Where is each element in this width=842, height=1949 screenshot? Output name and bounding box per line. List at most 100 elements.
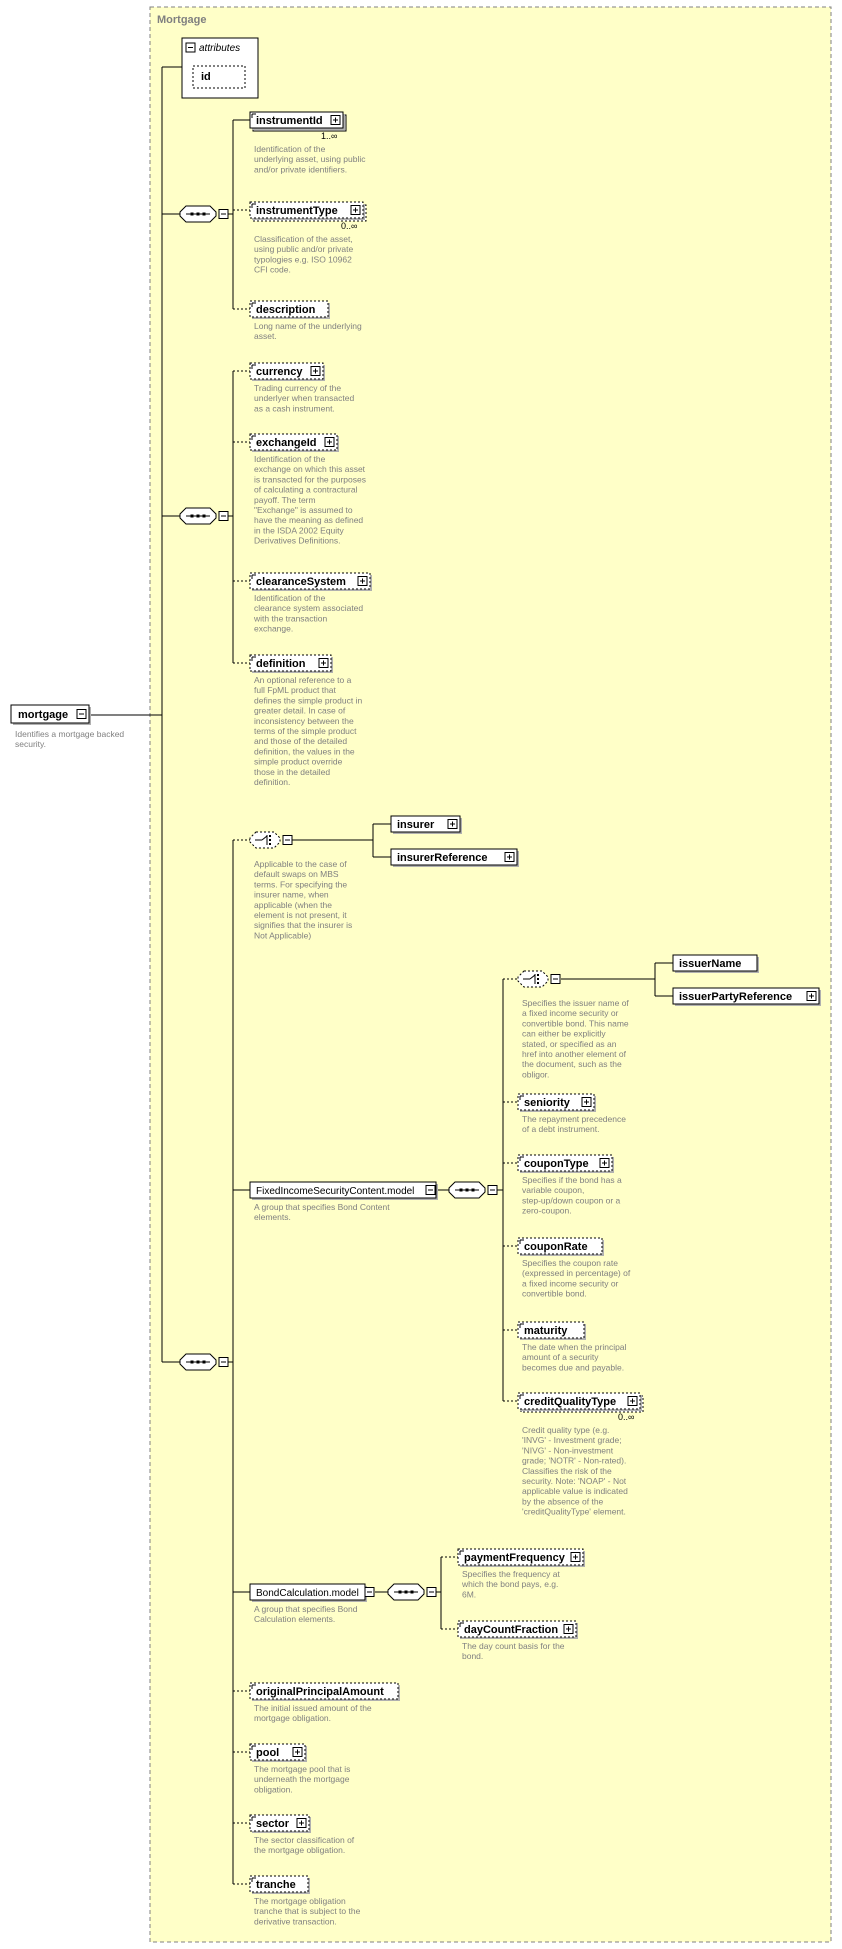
sequence-compositor-2[interactable] xyxy=(179,507,217,525)
collapse-icon[interactable] xyxy=(185,42,196,53)
sequence-compositor-fixed-income[interactable] xyxy=(448,1181,486,1199)
documentation-text: and those of the detailed xyxy=(254,736,347,746)
element-insurerReference[interactable]: insurerReference xyxy=(390,848,519,867)
occurrence-label: 1..∞ xyxy=(321,131,337,141)
element-label: BondCalculation.model xyxy=(256,1588,359,1599)
documentation-text: inconsistency between the xyxy=(254,716,354,726)
collapse-icon[interactable] xyxy=(425,1185,436,1195)
element-couponType[interactable]: couponType xyxy=(517,1154,614,1173)
element-couponRate[interactable]: couponRate xyxy=(517,1237,604,1256)
collapse-icon[interactable] xyxy=(218,511,229,521)
occurrence-label: 0..∞ xyxy=(341,221,357,231)
element-label: paymentFrequency xyxy=(464,1552,566,1564)
expand-icon[interactable] xyxy=(324,437,335,447)
documentation-text: obligor. xyxy=(522,1069,549,1079)
documentation-text: a fixed income security or xyxy=(522,1008,619,1018)
element-insurer[interactable]: insurer xyxy=(390,815,462,834)
element-label: sector xyxy=(256,1818,290,1830)
element-originalPrincipalAmount[interactable]: originalPrincipalAmount xyxy=(249,1682,400,1701)
collapse-icon[interactable] xyxy=(218,1357,229,1367)
root-element-mortgage[interactable]: mortgage xyxy=(10,704,91,725)
expand-icon[interactable] xyxy=(563,1624,574,1634)
documentation-text: Derivatives Definitions. xyxy=(254,536,340,546)
expand-icon[interactable] xyxy=(570,1552,581,1562)
sequence-compositor-bond-calc[interactable] xyxy=(387,1583,425,1601)
collapse-icon[interactable] xyxy=(218,209,229,219)
expand-icon[interactable] xyxy=(310,366,321,376)
element-definition[interactable]: definition xyxy=(249,654,333,673)
documentation-text: can either be explicitly xyxy=(522,1029,606,1039)
documentation-text: tranche that is subject to the xyxy=(254,1906,361,1916)
collapse-icon[interactable] xyxy=(282,835,293,845)
element-fixedIncomeGroup[interactable]: FixedIncomeSecurityContent.model xyxy=(249,1181,438,1200)
documentation-text: signifies that the insurer is xyxy=(254,920,352,930)
documentation-text: with the transaction xyxy=(253,613,328,623)
documentation-text: Classification of the asset, xyxy=(254,234,353,244)
choice-compositor-insurer[interactable] xyxy=(249,831,281,849)
expand-icon[interactable] xyxy=(504,852,515,862)
element-sector[interactable]: sector xyxy=(249,1814,311,1833)
collapse-icon[interactable] xyxy=(364,1587,375,1597)
choice-compositor-issuer[interactable] xyxy=(517,970,549,988)
element-label: instrumentType xyxy=(256,205,338,217)
documentation-text: using public and/or private xyxy=(254,244,354,254)
documentation-text: asset. xyxy=(254,331,277,341)
documentation-text: grade; 'NOTR' - Non-rated). xyxy=(522,1456,626,1466)
documentation-text: variable coupon, xyxy=(522,1185,584,1195)
element-label: insurer xyxy=(397,819,435,831)
element-issuerPartyReference[interactable]: issuerPartyReference xyxy=(672,987,821,1006)
sequence-compositor-1[interactable] xyxy=(179,205,217,223)
documentation-text: payoff. The term xyxy=(254,495,316,505)
element-label: couponType xyxy=(524,1158,589,1170)
expand-icon[interactable] xyxy=(350,205,361,215)
documentation-text: by the absence of the xyxy=(522,1496,604,1506)
element-label: clearanceSystem xyxy=(256,576,346,588)
expand-icon[interactable] xyxy=(806,991,817,1001)
expand-icon[interactable] xyxy=(599,1158,610,1168)
documentation-text: of calculating a contractural xyxy=(254,485,358,495)
element-label: currency xyxy=(256,366,303,378)
expand-icon[interactable] xyxy=(581,1097,592,1107)
expand-icon[interactable] xyxy=(318,658,329,668)
expand-icon[interactable] xyxy=(330,115,341,125)
documentation-text: simple product override xyxy=(254,757,343,767)
documentation-text: the document, such as the xyxy=(522,1059,622,1069)
expand-icon[interactable] xyxy=(292,1747,303,1757)
element-seniority[interactable]: seniority xyxy=(517,1093,596,1112)
element-currency[interactable]: currency xyxy=(249,362,325,381)
documentation-text: underneath the mortgage xyxy=(254,1774,350,1784)
element-instrumentId[interactable]: instrumentId xyxy=(249,111,347,132)
element-exchangeId[interactable]: exchangeId xyxy=(249,433,339,452)
element-tranche[interactable]: tranche xyxy=(249,1875,310,1894)
element-dayCountFraction[interactable]: dayCountFraction xyxy=(457,1620,578,1639)
element-label: issuerPartyReference xyxy=(679,991,792,1003)
element-label: dayCountFraction xyxy=(464,1624,558,1636)
documentation-text: in the ISDA 2002 Equity xyxy=(254,525,345,535)
collapse-icon[interactable] xyxy=(426,1587,437,1597)
element-label: creditQualityType xyxy=(524,1396,616,1408)
element-pool[interactable]: pool xyxy=(249,1743,307,1762)
expand-icon[interactable] xyxy=(296,1818,307,1828)
element-instrumentType[interactable]: instrumentType xyxy=(249,201,367,222)
element-bondCalcGroup[interactable]: BondCalculation.model xyxy=(249,1583,367,1602)
element-maturity[interactable]: maturity xyxy=(517,1321,586,1340)
collapse-icon[interactable] xyxy=(76,709,87,719)
element-description[interactable]: description xyxy=(249,300,330,319)
documentation-text: clearance system associated xyxy=(254,603,363,613)
element-issuerName[interactable]: issuerName xyxy=(672,954,759,973)
expand-icon[interactable] xyxy=(627,1396,638,1406)
occurrence-label: 0..∞ xyxy=(618,1412,634,1422)
documentation-text: Credit quality type (e.g. xyxy=(522,1425,609,1435)
documentation-text: 'NIVG' - Non-investment xyxy=(522,1445,614,1455)
element-label: seniority xyxy=(524,1097,571,1109)
collapse-icon[interactable] xyxy=(550,974,561,984)
collapse-icon[interactable] xyxy=(487,1185,498,1195)
element-clearanceSystem[interactable]: clearanceSystem xyxy=(249,572,372,591)
element-paymentFrequency[interactable]: paymentFrequency xyxy=(457,1548,585,1567)
expand-icon[interactable] xyxy=(357,576,368,586)
sequence-compositor-3[interactable] xyxy=(179,1353,217,1371)
element-creditQualityType[interactable]: creditQualityType xyxy=(517,1392,644,1413)
documentation-text: An optional reference to a xyxy=(254,675,352,685)
expand-icon[interactable] xyxy=(447,819,458,829)
